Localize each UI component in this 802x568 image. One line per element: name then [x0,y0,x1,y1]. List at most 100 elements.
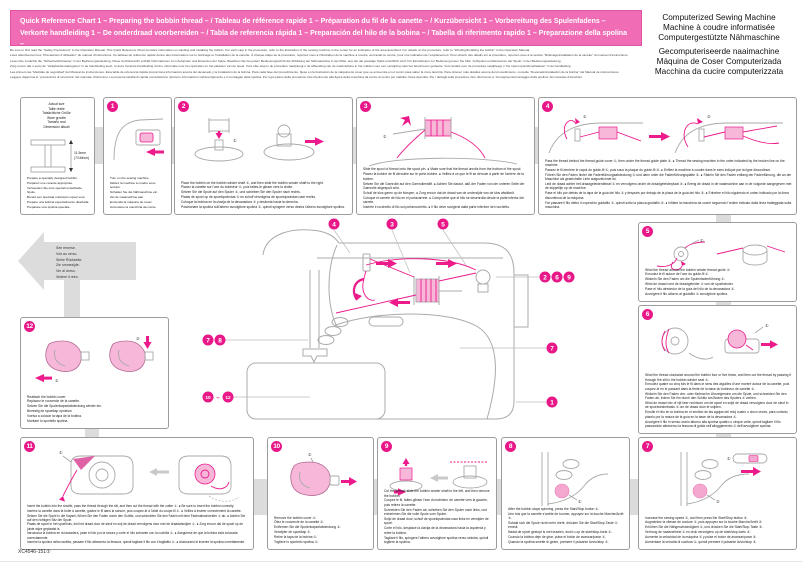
panel-instructions: Prepare a specially designed bobbin.Prép… [27,176,90,210]
panel-number-badge: 10 [271,441,282,452]
chart-title-line2: Verkorte handleiding 1 – De onderdraad v… [20,29,627,49]
winder-guide-illustration: ① [656,238,786,271]
panel-instructions: After the bobbin stops spinning, press t… [508,506,624,545]
panel-number-badge: 6 [642,309,653,320]
flow-connector [716,212,731,223]
flow-connector [169,127,175,164]
speed-slider-start-illustration: ① ② [680,452,768,506]
svg-text:①: ① [383,134,387,139]
remove-bobbin-illustration [389,458,488,496]
flow-connector [350,127,357,164]
callout-3: 3 [390,221,394,228]
panel-7-speed-start: 7 ① ② Increase the sewing speed ①, and t… [638,437,797,550]
flow-connector [85,426,99,438]
start-stop-button-illustration: ① [541,452,609,506]
panel-10-remove-cover: 10 ① Remove the bobbin cover ①.Ôtez le c… [267,437,374,550]
callout-7-right: 7 [550,345,554,352]
chart-title-line1: Quick Reference Chart 1 – Preparing the … [20,18,606,25]
intro-paragraph: Be sure to first read the “Safety Precau… [10,48,629,80]
panel-3-spool-pin: 3 ① Slide the spool of thread onto the s… [356,97,535,215]
callout-5: 5 [441,221,445,228]
panel-number-badge: 8 [505,441,516,452]
svg-text:①: ① [727,456,731,461]
panel-number-badge: 11 [24,441,35,452]
panel-11-insert-bobbin: 11 ① Insert the bobbin into the shuttle,… [20,437,254,550]
callout-range-dash: – [216,396,220,402]
thread-guide-illustration: ① ② [548,114,783,154]
panel-5-winder-thread-guide: 5 ① Wind the thread around the bobbin wi… [638,222,797,302]
panel-instructions: Reattach the bobbin cover.Replacez le co… [27,394,102,424]
page-edge-line [0,561,802,562]
panel-number-badge: 9 [381,441,392,452]
svg-text:①: ① [59,450,63,455]
flow-connector [628,479,639,515]
panel-instructions: Place the bobbin on the bobbin winder sh… [181,180,345,210]
callout-4: 4 [332,221,336,228]
callout-9: 9 [567,274,571,281]
panel-2-place-bobbin: 2 ① Place the bobbin on the bobbin winde… [174,97,353,215]
panel-number-badge: 2 [178,101,189,112]
panel-instructions: Wind the thread clockwise around the bob… [645,373,792,429]
panel-number-badge: 4 [542,101,553,112]
svg-text:①: ① [765,323,769,328]
panel-number-badge: 3 [360,101,371,112]
svg-text:①: ① [700,238,704,243]
panel-1-turn-on: 1 Turn on the sewing machine.Mettez la m… [103,97,172,215]
flow-connector [252,479,268,515]
power-switch-illustration [113,118,164,161]
panel-instructions: Pass the thread behind the thread guide … [545,158,792,210]
bobbin-cover-reattach-illustration: ① ② [35,336,154,383]
panel-instructions: Insert the bobbin into the shuttle, pass… [27,504,246,545]
flow-connector [495,479,502,515]
flow-connector [532,127,539,164]
panel-instructions: Turn on the sewing machine.Mettez la mac… [110,176,158,210]
svg-text:②: ② [136,336,140,341]
see-reverse-arrow [18,232,136,322]
chart-title-bar: Quick Reference Chart 1 – Preparing the … [10,10,642,48]
see-reverse-text: See reverse.Voir au verso.Siehe Rückseit… [56,246,83,279]
panel-instructions: Remove the bobbin cover ①.Ôtez le couver… [274,515,341,545]
panel-instructions: Slide the spool of thread onto the spool… [363,167,525,210]
sewing-machine-illustration: 4 3 5 2 6 9 7 8 7 10 – 12 1 [202,218,575,420]
dimension-label: 11.5mm [74,151,86,155]
svg-text:①: ① [233,138,237,143]
panel-number-badge: 12 [24,321,35,332]
flow-connector [716,431,731,438]
flow-connector [372,479,378,515]
panel-4-thread-guide: 4 ① ② Pass the thread behind the thread … [538,97,797,215]
svg-text:②: ② [707,114,711,119]
bobbin-dimension-illustration: 11.5mm (7/16inch) [30,139,89,173]
panel-instructions: Wind the thread around the bobbin winder… [645,267,735,297]
callout-8-left: 8 [218,337,222,344]
svg-text:①: ① [55,378,59,383]
flow-connector [716,299,731,306]
bobbin-cover-remove-illustration: ① [290,452,357,496]
svg-text:①: ① [583,114,587,119]
callout-6: 6 [555,274,559,281]
dimension-label-2: (7/16inch) [74,156,89,160]
panel-number-badge: 1 [107,101,118,112]
callout-1: 1 [550,399,554,406]
panel-instructions: Increase the sewing speed ①, and then pr… [645,515,763,545]
svg-text:①: ① [578,499,582,504]
insert-bobbin-shuttle-illustration: ① [58,450,240,502]
svg-text:①: ① [308,452,312,457]
panel-number-badge: 7 [642,441,653,452]
panel-number-badge: 5 [642,226,653,237]
spool-pin-illustration: ① [368,116,518,167]
callout-12: 12 [225,395,231,401]
flow-connector [92,127,104,164]
svg-text:②: ② [716,499,720,504]
machine-callouts: 4 3 5 2 6 9 7 8 7 10 – 12 1 [202,218,575,408]
wind-bobbin-illustration: ① [661,323,778,360]
panel-instructions: Cut the thread, slide the bobbin winder … [384,489,490,545]
panel-12-reattach-cover: 12 ① ② Reattach the bobbin cover.Replace… [20,317,169,429]
callout-7-left: 7 [206,337,210,344]
panel-6-wind-thread: 6 ① Wind the thread clockwise around the… [638,305,797,434]
bobbin-winder-shaft-illustration: ① [194,118,324,162]
panel-8-stop: 8 ① After the bobbin stops spinning, pre… [501,437,630,550]
